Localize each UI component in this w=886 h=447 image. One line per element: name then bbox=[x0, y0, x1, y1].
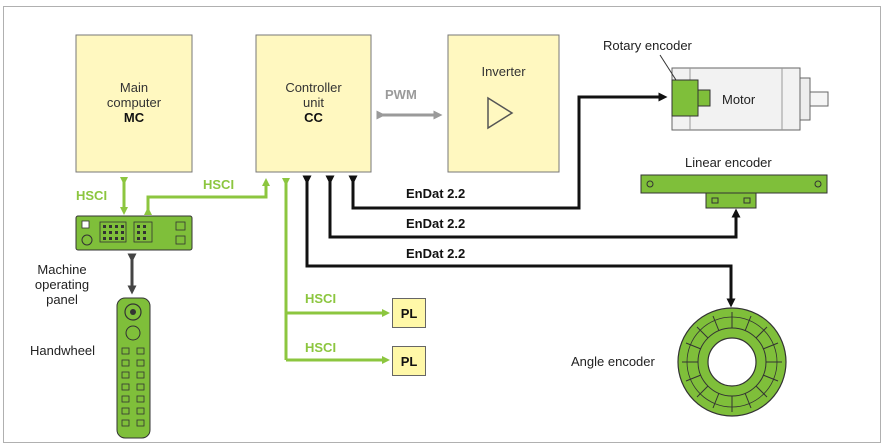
controller-unit-line2: unit bbox=[303, 95, 324, 110]
controller-unit-line1: Controller bbox=[285, 80, 342, 95]
pl-box-2: PL bbox=[392, 346, 426, 376]
pl-box-1: PL bbox=[392, 298, 426, 328]
main-computer-label: Main computer MC bbox=[76, 80, 192, 125]
hsci-cc-panel-link bbox=[144, 178, 270, 215]
inverter-label: Inverter bbox=[481, 64, 526, 79]
linear-encoder-label: Linear encoder bbox=[685, 155, 772, 170]
motor-label: Motor bbox=[722, 92, 756, 107]
endat-angle-label: EnDat 2.2 bbox=[406, 246, 466, 261]
diagram-frame bbox=[3, 6, 881, 443]
panel-label-line3: panel bbox=[46, 292, 78, 307]
rotary-encoder-device bbox=[671, 79, 711, 117]
handwheel-label: Handwheel bbox=[30, 343, 96, 358]
rotary-encoder-label: Rotary encoder bbox=[603, 38, 692, 53]
handwheel-device bbox=[116, 297, 151, 439]
linear-encoder-device bbox=[640, 174, 828, 209]
angle-encoder-device bbox=[677, 307, 787, 417]
hsci-pl1-label: HSCI bbox=[305, 291, 337, 306]
panel-label-line2: operating bbox=[34, 277, 90, 292]
machine-operating-panel-label: Machine operating panel bbox=[26, 262, 98, 307]
main-computer-line2: computer bbox=[106, 95, 162, 110]
panel-label-line1: Machine bbox=[37, 262, 87, 277]
main-computer-line1: Main bbox=[119, 80, 149, 95]
controller-unit-label: Controller unit CC bbox=[256, 80, 371, 125]
controller-unit-abbr: CC bbox=[304, 110, 323, 125]
endat-rotary-label: EnDat 2.2 bbox=[406, 186, 466, 201]
pwm-label: PWM bbox=[385, 87, 417, 102]
machine-operating-panel bbox=[75, 215, 193, 251]
main-computer-block bbox=[75, 34, 193, 173]
main-computer-abbr: MC bbox=[123, 110, 145, 125]
endat-angle-link bbox=[302, 175, 736, 308]
hsci-panel-label: HSCI bbox=[203, 177, 235, 192]
endat-linear-label: EnDat 2.2 bbox=[406, 216, 466, 231]
angle-encoder-label: Angle encoder bbox=[571, 354, 655, 369]
hsci-mc-label: HSCI bbox=[76, 188, 108, 203]
rotary-encoder-leader bbox=[659, 54, 677, 81]
inverter-block bbox=[447, 34, 560, 173]
hsci-pl2-label: HSCI bbox=[305, 340, 337, 355]
